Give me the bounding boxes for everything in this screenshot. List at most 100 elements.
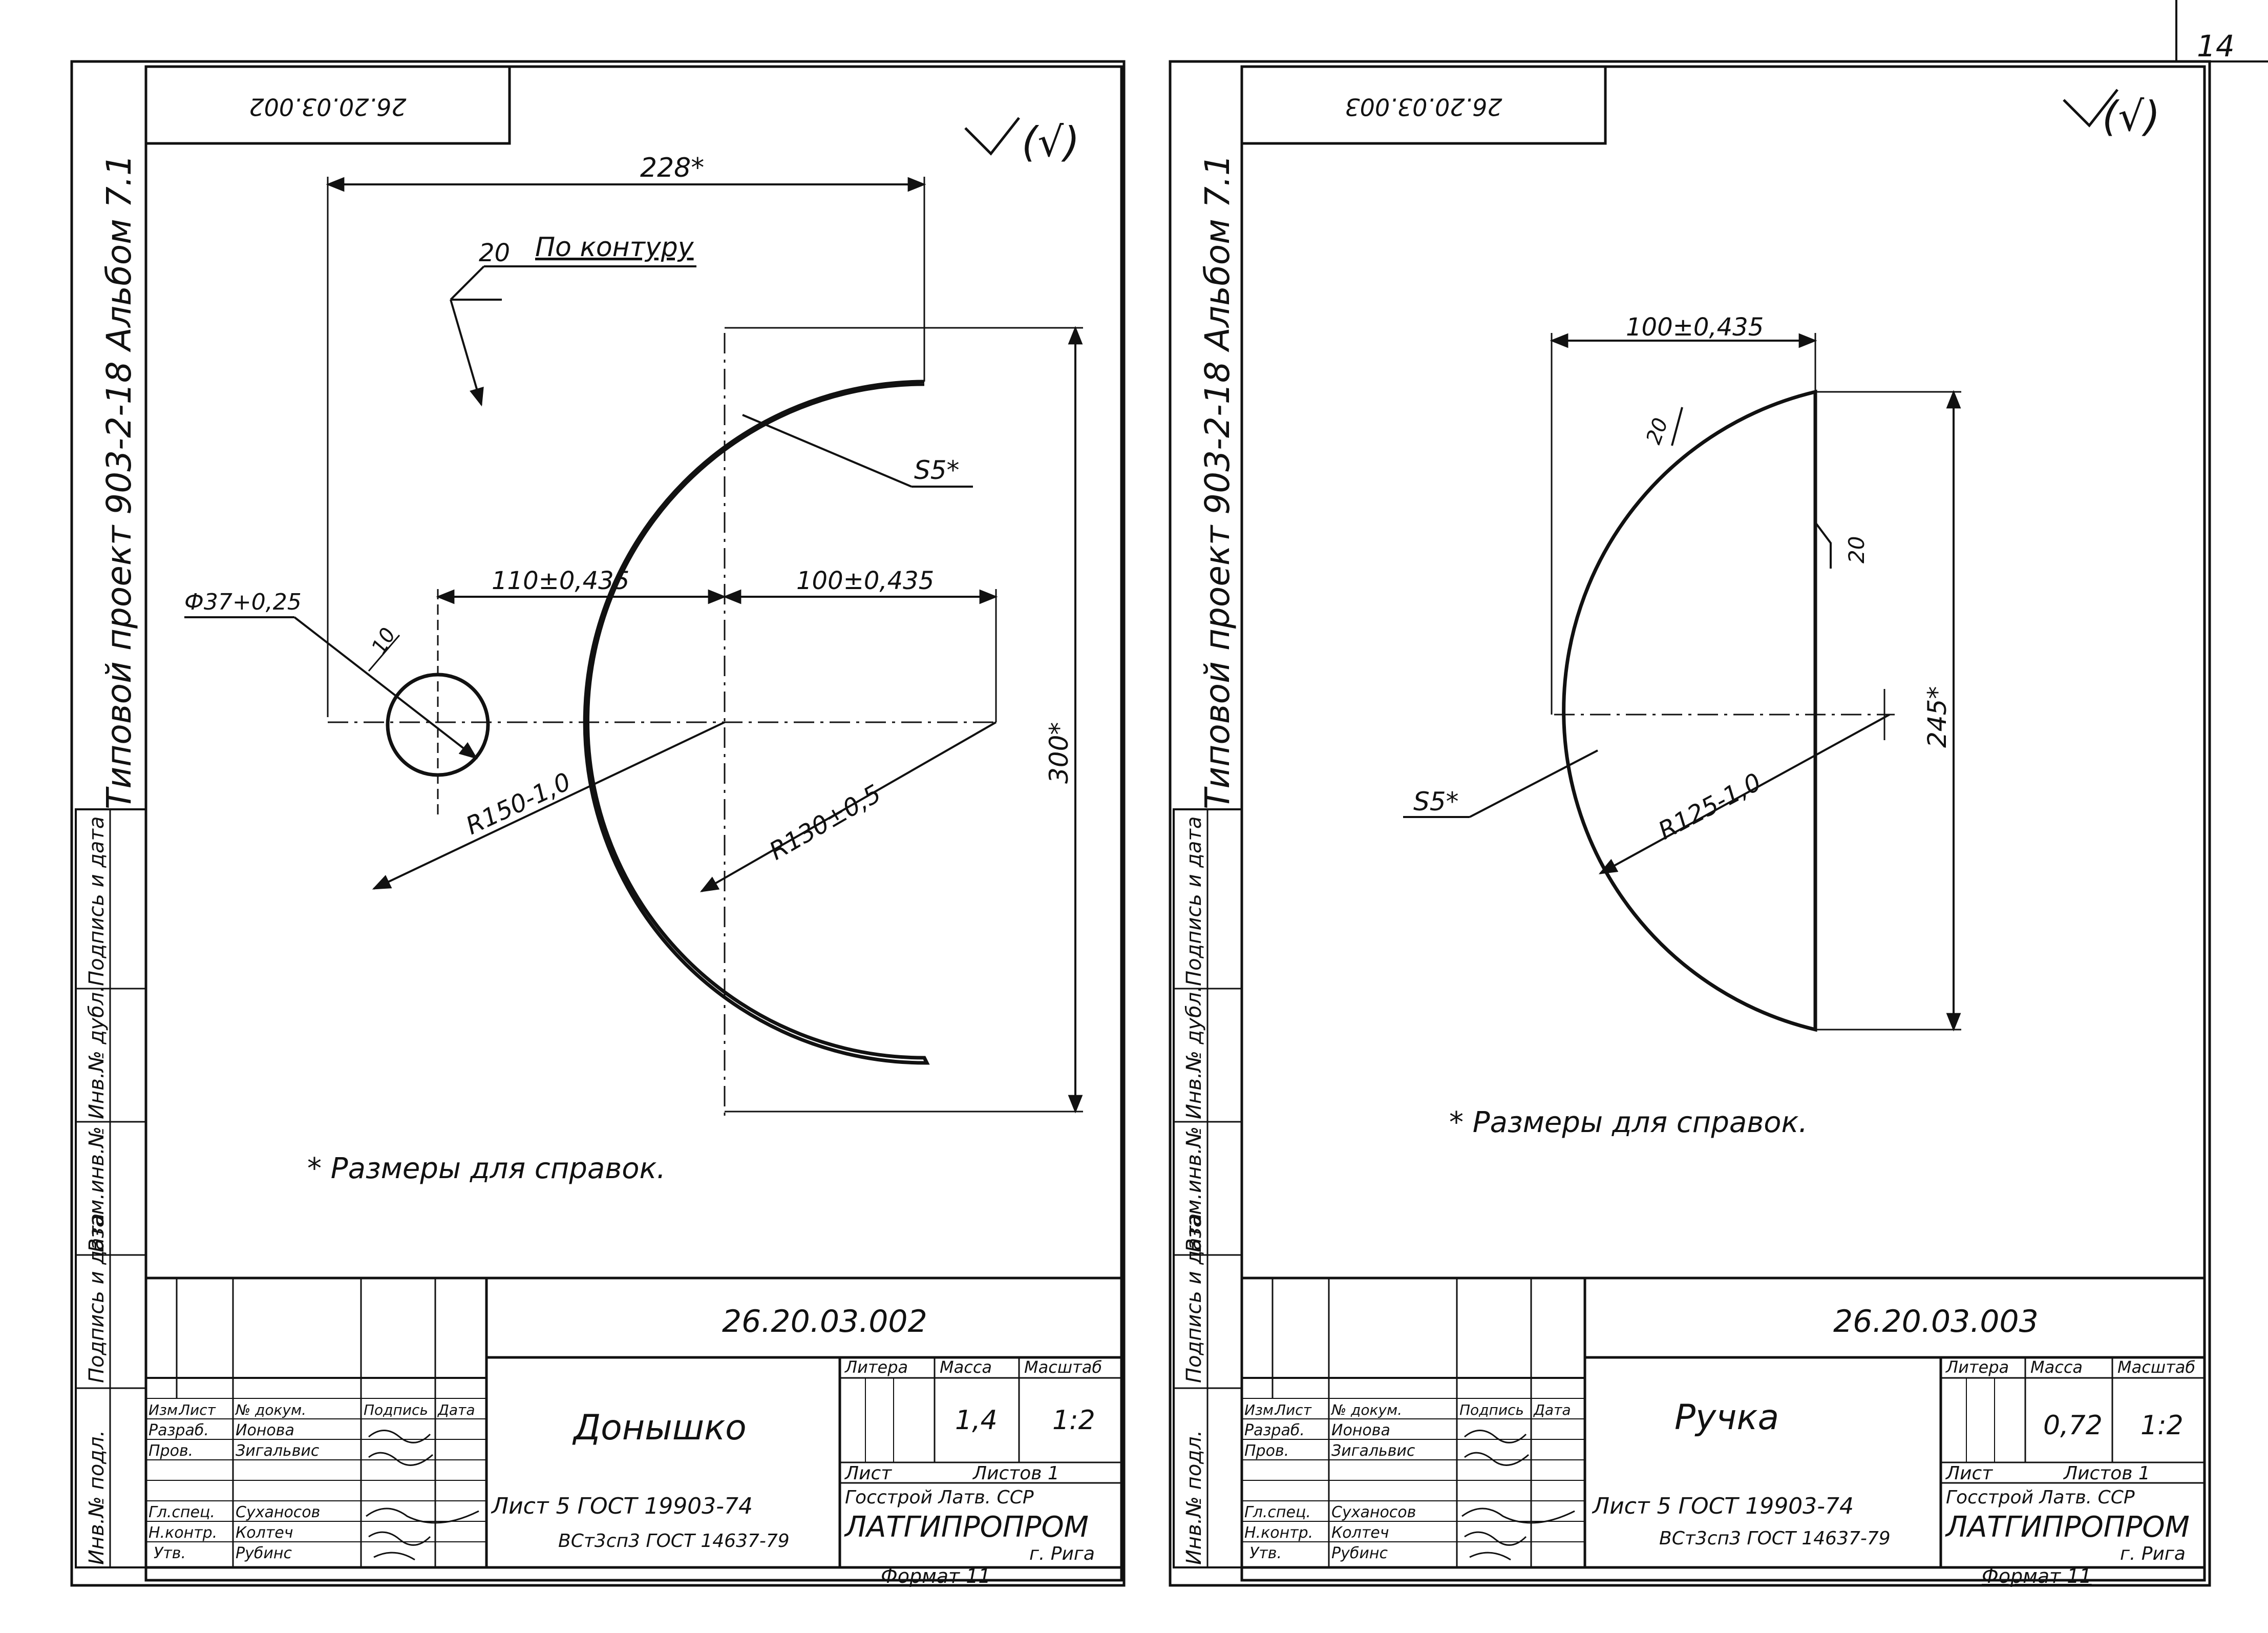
tb-org1-left: Госстрой Латв. ССР — [845, 1487, 1034, 1508]
tb-role-5-right: Утв. — [1249, 1544, 1282, 1562]
tb-list-left: Лист — [844, 1463, 892, 1484]
tb-person-1-right: Зигальвис — [1331, 1442, 1415, 1460]
tb-massa-right: 0,72 — [2043, 1410, 2103, 1441]
dim-height-left: 300* — [1044, 722, 1074, 784]
tb-person-1-left: Зигальвис — [236, 1442, 320, 1460]
tb-role-0-right: Разраб. — [1244, 1421, 1305, 1439]
tb-person-5-right: Рубинс — [1331, 1544, 1388, 1562]
tb-org3-right: г. Рига — [2120, 1543, 2186, 1564]
dim-width-top-right: 100±0,435 — [1626, 313, 1764, 342]
tb-person-3-right: Суханосов — [1331, 1503, 1416, 1521]
tb-col-sign-right: Подпись — [1459, 1401, 1524, 1418]
tb-name-right: Ручка — [1674, 1397, 1779, 1438]
code-rotated-right: 26.20.03.003 — [1345, 93, 1502, 121]
note-right: * Размеры для справок. — [1449, 1106, 1808, 1139]
tb-org3-left: г. Рига — [1029, 1543, 1095, 1564]
tb-role-4-right: Н.контр. — [1244, 1524, 1313, 1542]
roughness-symbol-right — [2063, 89, 2118, 128]
tb-person-5-left: Рубинс — [236, 1544, 292, 1562]
tb-role-0-left: Разраб. — [149, 1421, 209, 1439]
signatures-left — [366, 1430, 479, 1561]
stamp-left-0: Инв.№ подл. — [85, 1430, 109, 1565]
tb-name-left: Донышко — [572, 1408, 747, 1448]
stamp-left-4: Подпись и дата — [85, 816, 109, 986]
stamp-left-2: Взам.инв.№ — [85, 1126, 109, 1252]
code-box-right — [1240, 65, 1607, 145]
stamp-left-3: Инв.№ дубл. — [85, 986, 109, 1119]
tb-hdr-litera-left: Литера — [844, 1357, 908, 1377]
dim-s-right: S5* — [1413, 787, 1459, 816]
tb-org2-right: ЛАТГИПРОПРОМ — [1945, 1511, 2190, 1544]
sheet-right: 26.20.03.003 (√) Типовой проект 903-2-18… — [1169, 60, 2211, 1587]
tb-person-0-left: Ионова — [236, 1421, 294, 1439]
tb-hdr-masshtab-left: Масштаб — [1024, 1357, 1102, 1377]
stamp-left-1: Подпись и дата — [85, 1213, 109, 1383]
dim-height-right: 245* — [1922, 686, 1952, 748]
tb-org2-left: ЛАТГИПРОПРОМ — [844, 1511, 1089, 1544]
tb-col-date-left: Дата — [437, 1401, 475, 1418]
tb-hdr-massa-right: Масса — [2030, 1357, 2083, 1377]
tb-col-sign-left: Подпись — [364, 1401, 428, 1418]
tb-role-5-left: Утв. — [154, 1544, 186, 1562]
part-donyshko-outline — [583, 380, 930, 1065]
tb-listov-right: Листов 1 — [2063, 1463, 2150, 1484]
page-number: 14 — [2197, 29, 2235, 64]
sheet-right-frame — [1169, 60, 2211, 1587]
tb-list-right: Лист — [1945, 1463, 1993, 1484]
signatures-right — [1461, 1430, 1575, 1561]
tb-col-date-right: Дата — [1533, 1401, 1571, 1418]
tb-role-1-right: Пров. — [1244, 1442, 1289, 1460]
dim-radius-outer: R150-1,0 — [461, 767, 575, 841]
weld-note-left: По контуру — [535, 232, 694, 263]
tb-org1-right: Госстрой Латв. ССР — [1946, 1487, 2135, 1508]
tb-role-1-left: Пров. — [149, 1442, 193, 1460]
tb-role-4-left: Н.контр. — [149, 1524, 217, 1542]
dim-hole-offset: 10 — [367, 624, 400, 658]
roughness-symbol-left — [964, 117, 1020, 156]
tb-format-right: Формат 11 — [1982, 1565, 2092, 1587]
sheet-left-frame — [70, 60, 1126, 1587]
stamp-right-4: Подпись и дата — [1182, 816, 1206, 986]
roughness-left: (√) — [1022, 118, 1079, 166]
tb-col-doc-right: № докум. — [1330, 1401, 1402, 1418]
tb-person-0-right: Ионова — [1331, 1421, 1390, 1439]
sheet-left: 26.20.03.002 (√) Типовой проект 903-2-18… — [70, 60, 1126, 1587]
tb-hdr-litera-right: Литера — [1945, 1357, 2009, 1377]
code-rotated-left: 26.20.03.002 — [249, 93, 406, 121]
tb-code-left: 26.20.03.002 — [722, 1304, 927, 1339]
title-block-left: 26.20.03.002 Донышко Лист 5 ГОСТ 19903-7… — [144, 1276, 1123, 1587]
tb-col-doc-left: № докум. — [235, 1401, 306, 1418]
roughness-right: (√) — [2102, 93, 2160, 140]
tb-col-izm-right: Изм. — [1244, 1401, 1278, 1418]
tb-hdr-masshtab-right: Масштаб — [2117, 1357, 2195, 1377]
tb-person-4-right: Колтеч — [1331, 1524, 1389, 1542]
title-block-right: 26.20.03.003 Ручка Лист 5 ГОСТ 19903-74 … — [1240, 1276, 2206, 1587]
note-left: * Размеры для справок. — [307, 1152, 666, 1185]
dim-offset-left: 110±0,435 — [492, 567, 629, 595]
tb-material-bottom-left: ВСт3сп3 ГОСТ 14637-79 — [558, 1531, 790, 1552]
tb-masshtab-left: 1:2 — [1052, 1405, 1095, 1436]
weld-side-right: 20 — [1844, 536, 1869, 563]
side-title-left: Типовой проект 903-2-18 Альбом 7.1 — [99, 154, 139, 809]
tb-col-list-right: Лист — [1275, 1401, 1312, 1418]
stamp-right-2: Взам.инв.№ — [1182, 1126, 1206, 1252]
dim-radius-inner: R130±0,5 — [765, 779, 886, 866]
page-number-box: 14 — [2175, 0, 2268, 64]
tb-material-top-right: Лист 5 ГОСТ 19903-74 — [1592, 1493, 1854, 1519]
part-ruchka-outline — [1562, 389, 1817, 1032]
tb-material-bottom-right: ВСт3сп3 ГОСТ 14637-79 — [1659, 1528, 1891, 1549]
tb-person-4-left: Колтеч — [236, 1524, 293, 1542]
dim-offset-right: 100±0,435 — [796, 567, 934, 595]
tb-code-right: 26.20.03.003 — [1833, 1304, 2039, 1339]
code-box-left — [144, 65, 511, 145]
tb-massa-left: 1,4 — [955, 1405, 998, 1436]
tb-hdr-massa-left: Масса — [940, 1357, 992, 1377]
sheet-left-inner-frame — [144, 65, 1123, 1582]
dim-hole: Ф37+0,25 — [184, 589, 302, 615]
dim-width-top-left: 228* — [640, 153, 704, 183]
weld-left: 20 — [479, 239, 510, 267]
dim-radius-right: R125-1,0 — [1654, 768, 1766, 846]
tb-role-3-left: Гл.спец. — [149, 1503, 215, 1521]
